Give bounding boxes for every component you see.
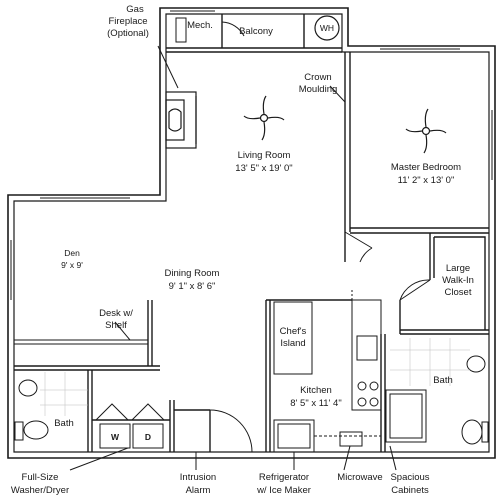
island-label-2: Island [280, 338, 305, 349]
alarm-label-2: Alarm [186, 485, 211, 496]
left-bath-label: Bath [54, 418, 74, 429]
right-bath-tile [390, 338, 470, 386]
water-heater-label: WH [320, 23, 334, 33]
callout-leaders [195, 445, 397, 471]
windows [7, 7, 496, 300]
moulding-label-2: Moulding [299, 84, 338, 95]
refrigerator-label-1: Refrigerator [259, 472, 309, 483]
right-bath-fixtures [385, 355, 489, 445]
left-bath-tile [40, 372, 88, 416]
dryer-label: D [145, 432, 151, 442]
fireplace-label-1: Gas [126, 4, 144, 15]
fireplace-leader [157, 45, 179, 89]
alarm-label-1: Intrusion [180, 472, 216, 483]
moulding-label-1: Crown [304, 72, 331, 83]
cabinets-label-2: Cabinets [391, 485, 429, 496]
kitchen-dims: 8' 5" x 11' 4" [290, 398, 341, 409]
desk-label-1: Desk w/ [99, 308, 133, 319]
moulding-leader [329, 85, 346, 103]
left-bath-fixtures [14, 379, 49, 441]
mech-closet [175, 17, 187, 43]
kitchen-fixtures [273, 288, 382, 453]
dining-room-dims: 9' 1" x 8' 6" [169, 281, 216, 292]
fireplace-label-3: (Optional) [107, 28, 149, 39]
closet-label-1: Large [446, 263, 470, 274]
washer-dryer-label-1: Full-Size [22, 472, 59, 483]
ceiling-fan-icon [243, 95, 285, 141]
kitchen-label: Kitchen [300, 385, 332, 396]
fireplace-label-2: Fireplace [108, 16, 147, 27]
closet-label-3: Closet [445, 287, 472, 298]
closet-label-2: Walk-In [442, 275, 474, 286]
mech-label: Mech. [187, 20, 213, 31]
doors [209, 21, 431, 453]
living-room-dims: 13' 5" x 19' 0" [235, 163, 292, 174]
water-heater-icon [314, 15, 340, 41]
desk-shelf [13, 321, 149, 367]
den-label: Den [64, 248, 80, 258]
master-bedroom-label: Master Bedroom [391, 162, 461, 173]
refrigerator-label-2: w/ Ice Maker [256, 485, 311, 496]
living-room-label: Living Room [238, 150, 291, 161]
washer-label: W [111, 432, 120, 442]
labels: Gas Fireplace (Optional) Mech. Balcony W… [11, 4, 474, 496]
washer-dryer-label-2: Washer/Dryer [11, 485, 69, 496]
interior-walls [14, 14, 489, 452]
balcony-label: Balcony [239, 26, 273, 37]
washer-dryer [69, 403, 165, 471]
right-bath-label: Bath [433, 375, 453, 386]
gas-fireplace [165, 91, 197, 149]
desk-label-2: Shelf [105, 320, 127, 331]
microwave-label: Microwave [337, 472, 382, 483]
den-dims: 9' x 9' [61, 260, 83, 270]
dining-room-label: Dining Room [165, 268, 220, 279]
cabinets-label-1: Spacious [390, 472, 429, 483]
island-label-1: Chef's [280, 326, 307, 337]
master-bedroom-dims: 11' 2" x 13' 0" [398, 175, 455, 186]
ceiling-fan-icon [405, 108, 447, 154]
